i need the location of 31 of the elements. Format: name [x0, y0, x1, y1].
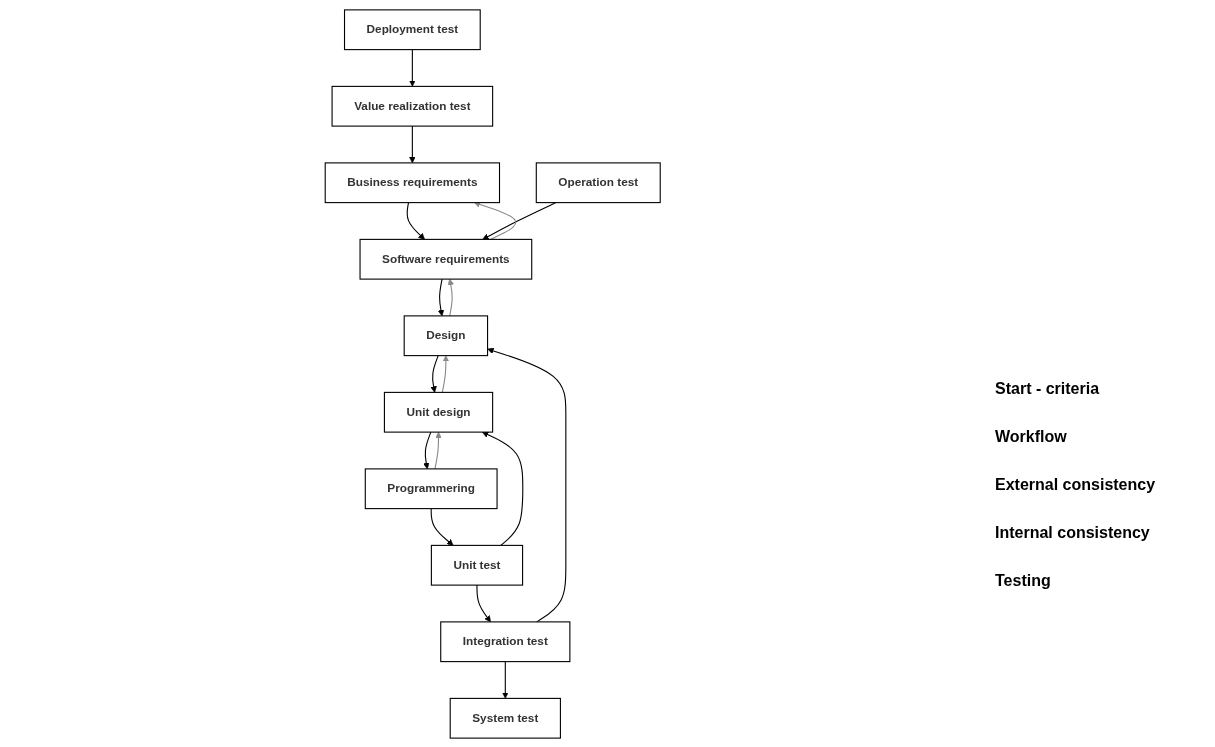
arrow — [476, 584, 491, 622]
node-box: Programmering — [364, 467, 498, 509]
arrow — [430, 354, 439, 393]
arrow — [487, 347, 567, 622]
node-box: System test — [449, 697, 561, 739]
legend-label: Workflow — [995, 428, 1067, 446]
arrow — [408, 125, 416, 163]
legend-label: Testing — [995, 572, 1051, 590]
legend-label: Start - criteria — [995, 380, 1100, 398]
node-box: Value realization test — [331, 85, 493, 127]
arrow — [408, 48, 416, 87]
arrow — [430, 507, 454, 546]
arrow — [501, 660, 509, 699]
node-box: Business requirements — [324, 161, 500, 203]
arrow — [434, 431, 442, 469]
arrow — [447, 278, 454, 316]
node-box: Design — [403, 314, 488, 356]
legend-label: Internal consistency — [995, 524, 1150, 542]
arrow — [406, 201, 425, 240]
arrow — [481, 431, 524, 546]
arrow — [422, 431, 432, 469]
node-box: Unit design — [383, 391, 493, 433]
node-box: Integration test — [439, 620, 571, 662]
arrow — [441, 354, 449, 393]
node-box: Software requirements — [359, 238, 533, 280]
arrow — [482, 201, 557, 240]
arrow — [437, 278, 444, 316]
node-box: Operation test — [535, 161, 661, 203]
node-box: Unit test — [430, 544, 523, 586]
node-box: Deployment test — [343, 8, 481, 50]
legend-label: External consistency — [995, 476, 1156, 494]
